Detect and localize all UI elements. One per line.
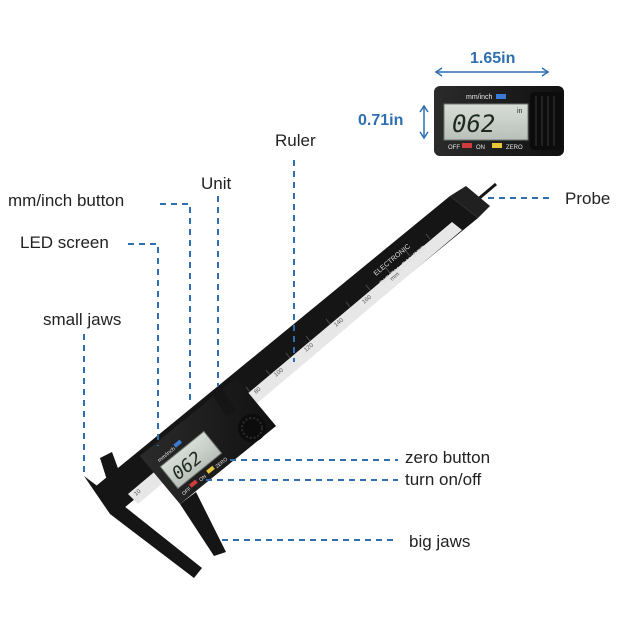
- label-big-jaws: big jaws: [409, 532, 471, 551]
- scale-tick-label: 10: [133, 488, 142, 497]
- label-turn-on-off: turn on/off: [405, 470, 482, 489]
- mm-inch-button: [173, 439, 183, 448]
- label-zero-button: zero button: [405, 448, 491, 467]
- label-mm-inch-button: mm/inch button: [8, 191, 125, 210]
- small-jaw-fixed: [100, 452, 126, 496]
- slider-display: 062 mm/inch OFF ON ZERO: [157, 430, 229, 497]
- big-jaw-fixed: [84, 476, 202, 578]
- leader-mm-inch: [160, 203, 191, 404]
- label-small-jaws: small jaws: [43, 310, 122, 329]
- off-button: [189, 479, 198, 488]
- closeup-wheel-grip-icon: [535, 96, 555, 146]
- scale-tick-label: 120: [303, 342, 315, 353]
- dimension-height-arrow: [419, 104, 429, 140]
- label-ruler: Ruler: [275, 131, 316, 150]
- closeup-thumb-wheel: [530, 92, 562, 150]
- dimension-width-arrow: [434, 67, 550, 77]
- width-dimension-label: 1.65in: [470, 50, 516, 67]
- scale-tick-label: 80: [253, 386, 262, 395]
- closeup-lcd-unit: in: [517, 108, 523, 115]
- height-dimension-label: 0.71in: [358, 112, 404, 129]
- lcd-screen: [159, 430, 223, 490]
- closeup-zero-label: ZERO: [506, 145, 523, 151]
- closeup-mm-inch-label: mm/inch: [466, 94, 493, 101]
- small-jaw-moving: [212, 388, 236, 416]
- scale-ticks: [245, 233, 431, 393]
- off-label: OFF: [181, 486, 193, 497]
- closeup-on-label: ON: [476, 145, 485, 151]
- label-led-screen: LED screen: [20, 233, 109, 252]
- display-closeup: mm/inch 062 in OFF ON ZERO: [434, 86, 564, 156]
- closeup-zero-button: [492, 143, 502, 148]
- scale-tick-label: 100: [273, 367, 285, 378]
- zero-button: [206, 465, 215, 474]
- closeup-mm-inch-button: [496, 94, 506, 99]
- big-jaw-moving: [180, 492, 226, 556]
- scale-tick-label: 140: [333, 317, 345, 328]
- label-unit: Unit: [201, 174, 232, 193]
- on-label: ON: [198, 474, 208, 484]
- beam-end-cap: [450, 186, 490, 218]
- scale-tick-label: 160: [361, 294, 373, 305]
- label-probe: Probe: [565, 189, 611, 208]
- caliper: ELECTRONIC DIGITAL CALIPER 10 80 100 120…: [84, 182, 497, 578]
- scale-tick-label: mm: [389, 272, 401, 283]
- leader-led-screen: [128, 243, 159, 446]
- closeup-lcd-reading: 062: [452, 110, 495, 138]
- closeup-off-label: OFF: [448, 145, 460, 151]
- leader-lines: [83, 160, 552, 541]
- thumb-wheel: [238, 414, 266, 442]
- closeup-off-button: [462, 143, 472, 148]
- thumb-wheel-grip-icon: [241, 417, 263, 439]
- closeup-lcd-screen: [443, 103, 529, 141]
